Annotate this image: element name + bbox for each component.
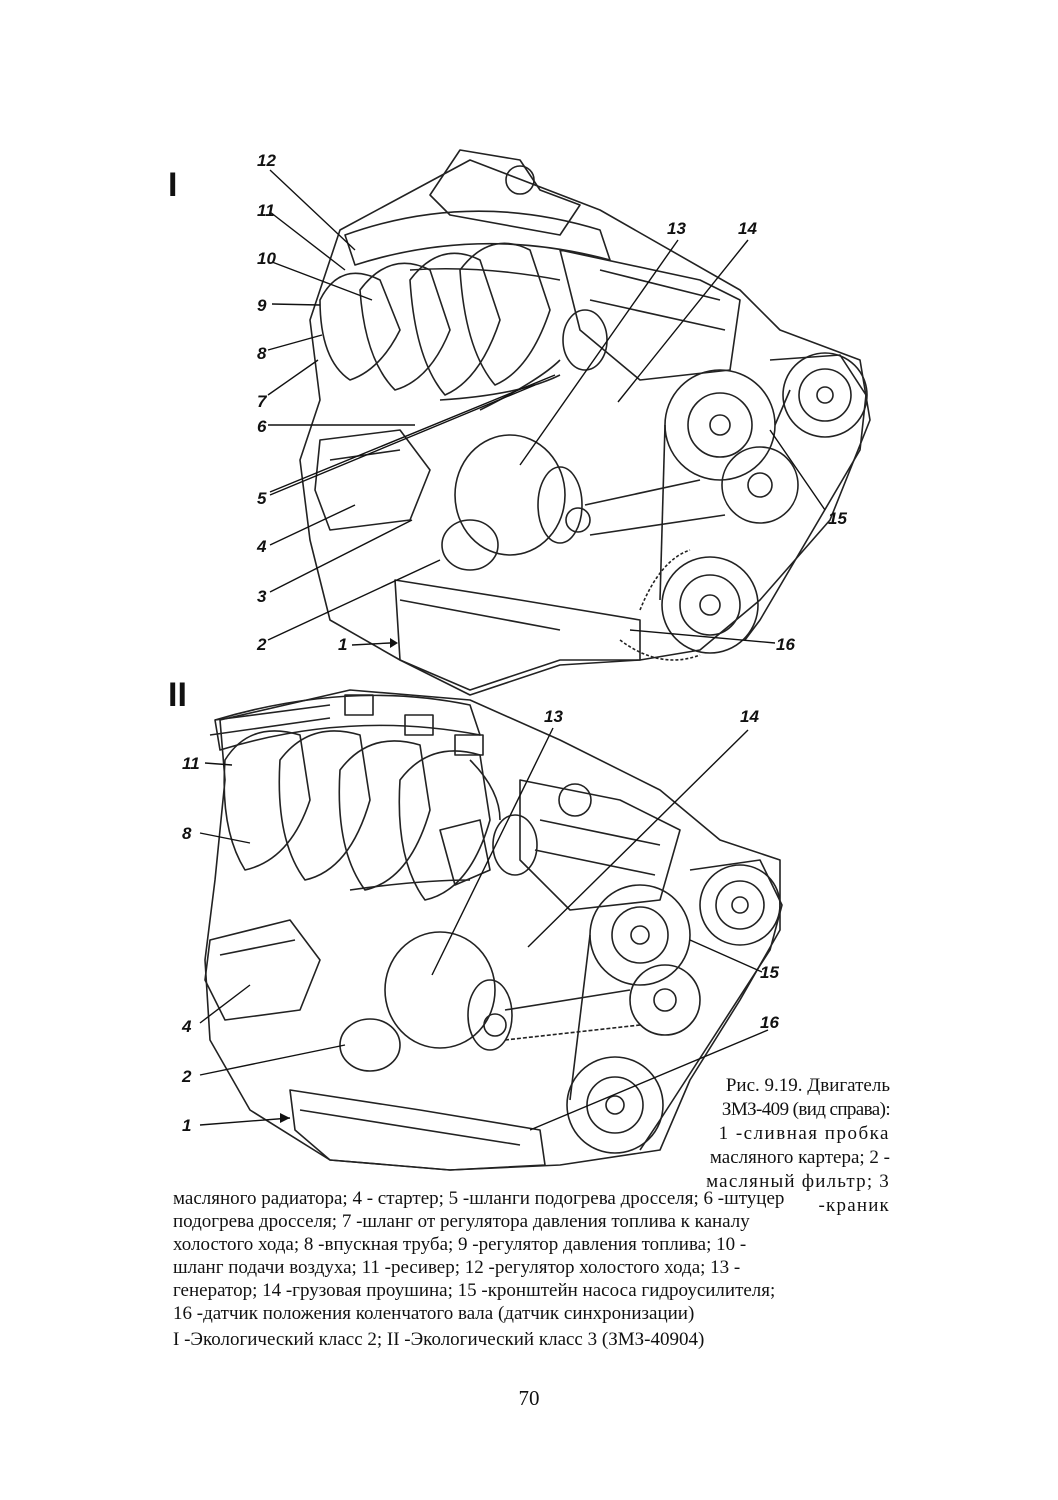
callout-i-1: 1 [338, 635, 348, 654]
section-label-i: I [168, 166, 178, 204]
callout-i-2: 2 [257, 635, 267, 654]
callout-i-5: 5 [257, 489, 267, 508]
callout-ii-16: 16 [760, 1013, 779, 1032]
callout-i-4: 4 [257, 537, 267, 556]
callout-i-12: 12 [257, 151, 276, 170]
caption-line: подогрева дросселя; 7 -шланг от регулято… [173, 1211, 750, 1232]
callout-i-7: 7 [257, 392, 267, 411]
figure-caption-full: масляного радиатора; 4 - стартер; 5 -шла… [173, 1187, 893, 1325]
callout-ii-14: 14 [740, 707, 759, 726]
engine-drawing-ii [204, 689, 783, 1171]
caption-line: Рис. 9.19. Двигатель [725, 1075, 890, 1096]
callout-i-15: 15 [828, 509, 847, 528]
callout-i-9: 9 [257, 296, 267, 315]
callout-ii-11: 11 [182, 754, 200, 773]
page-number: 70 [518, 1386, 540, 1410]
callout-i-13: 13 [667, 219, 686, 238]
caption-line: масляного картера; 2 - [709, 1147, 890, 1168]
caption-line: 1 -сливная пробка [718, 1123, 890, 1144]
caption-line: генератор; 14 -грузовая проушина; 15 -кр… [173, 1280, 776, 1301]
leader-lines-ii [199, 727, 769, 1131]
callout-ii-13: 13 [544, 707, 563, 726]
figure-caption-right: Рис. 9.19. Двигатель ЗМЗ-409 (вид справа… [640, 1074, 891, 1218]
caption-line: холостого хода; 8 -впускная труба; 9 -ре… [173, 1234, 747, 1255]
callout-ii-4: 4 [182, 1017, 192, 1036]
callout-ii-2: 2 [182, 1067, 192, 1086]
callout-i-14: 14 [738, 219, 757, 238]
caption-line: масляного радиатора; 4 - стартер; 5 -шла… [173, 1188, 785, 1209]
callout-i-11: 11 [257, 201, 275, 220]
callout-ii-1: 1 [182, 1116, 192, 1135]
callout-ii-15: 15 [760, 963, 779, 982]
callout-i-3: 3 [257, 587, 267, 606]
engine-drawing-i [299, 149, 871, 696]
callout-i-8: 8 [257, 344, 267, 363]
callout-i-10: 10 [257, 249, 276, 268]
callout-i-6: 6 [257, 417, 267, 436]
caption-line: шланг подачи воздуха; 11 -ресивер; 12 -р… [173, 1257, 741, 1278]
arrowheads [280, 638, 398, 1123]
callout-i-16: 16 [776, 635, 795, 654]
caption-line: 16 -датчик положения коленчатого вала (д… [173, 1303, 695, 1324]
section-label-ii: II [168, 676, 187, 714]
figure-caption-classes: I -Экологический класс 2; II -Экологичес… [173, 1329, 705, 1350]
caption-line: ЗМЗ-409 (вид справа): [721, 1099, 891, 1120]
leader-lines-i [267, 169, 826, 646]
callout-ii-8: 8 [182, 824, 192, 843]
caption-line: масляный фильтр; 3 -краник [706, 1171, 890, 1216]
